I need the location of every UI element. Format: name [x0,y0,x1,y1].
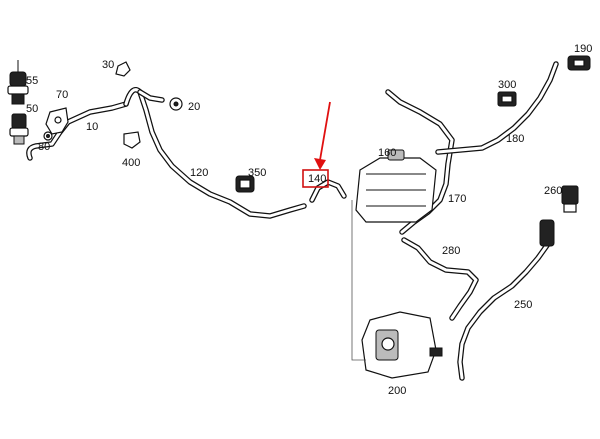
part-190[interactable] [567,55,591,71]
label-160: 160 [378,147,396,159]
highlight-140 [302,101,331,188]
label-55: 55 [26,75,38,87]
part-300[interactable] [497,91,517,107]
part-260[interactable] [561,185,579,213]
label-400: 400 [122,157,140,169]
part-55[interactable] [7,60,29,105]
part-70[interactable] [45,107,69,135]
part-30[interactable] [115,61,131,77]
hose-180[interactable] [435,61,559,155]
label-300: 300 [498,79,516,91]
part-400[interactable] [123,131,141,149]
hose-280[interactable] [401,237,479,321]
label-50: 50 [26,103,38,115]
label-250: 250 [514,299,532,311]
label-200: 200 [388,385,406,397]
label-70: 70 [56,89,68,101]
label-120: 120 [190,167,208,179]
part-200[interactable] [361,311,443,379]
label-180: 180 [506,133,524,145]
part-160[interactable] [355,149,437,223]
hose-250[interactable] [457,241,551,381]
part-80[interactable] [43,131,53,141]
part-350[interactable] [235,175,255,193]
label-80: 80 [38,141,50,153]
part-50[interactable] [9,113,29,145]
label-190: 190 [574,43,592,55]
label-20: 20 [188,101,200,113]
label-10: 10 [86,121,98,133]
part-250-connector[interactable] [539,219,555,247]
label-170: 170 [448,193,466,205]
label-30: 30 [102,59,114,71]
part-20[interactable] [169,97,183,111]
label-260: 260 [544,185,562,197]
label-140: 140 [308,173,326,185]
label-350: 350 [248,167,266,179]
hose-120[interactable] [123,87,307,219]
hose-10[interactable] [26,101,129,161]
label-280: 280 [442,245,460,257]
